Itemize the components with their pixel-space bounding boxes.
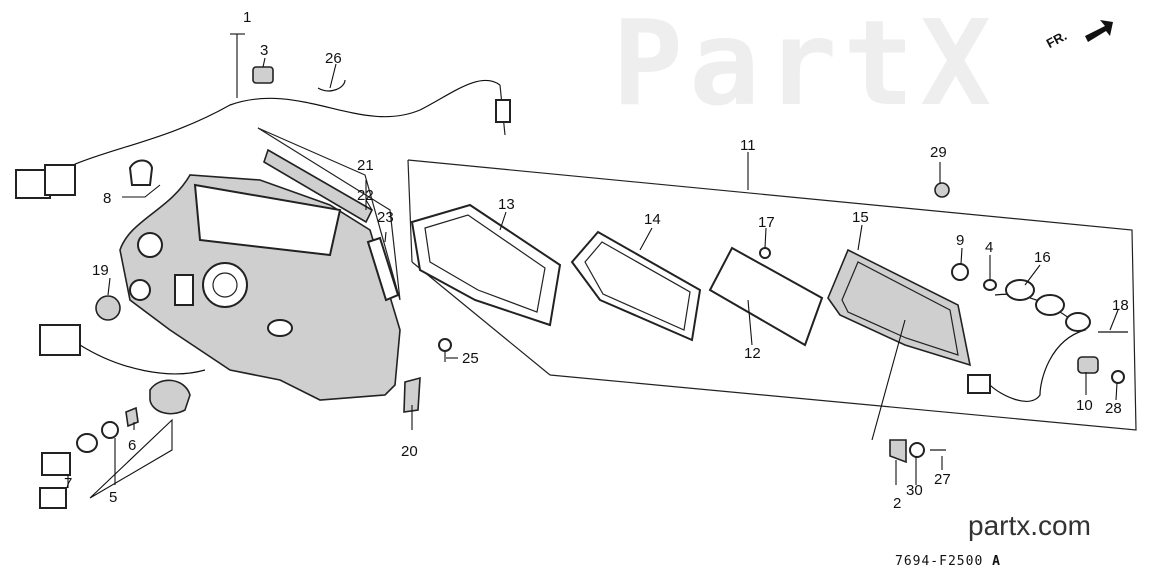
part-label-11: 11 — [740, 137, 756, 154]
part-label-12: 12 — [744, 345, 761, 362]
part-label-5: 5 — [109, 489, 117, 506]
part-label-18: 18 — [1112, 297, 1129, 314]
part-label-21: 21 — [357, 157, 374, 174]
part-label-9: 9 — [956, 232, 964, 249]
diagram-code-suffix: A — [992, 554, 1001, 569]
part-label-28: 28 — [1105, 400, 1122, 417]
part-label-25: 25 — [462, 350, 479, 367]
part-label-30: 30 — [906, 482, 923, 499]
part-label-4: 4 — [985, 239, 993, 256]
brand-watermark: partx.com — [968, 510, 1091, 541]
bulb-9 — [951, 263, 969, 281]
diagram-code-number: 7694-F2500 — [895, 554, 984, 569]
part-label-6: 6 — [128, 437, 136, 454]
part-label-8: 8 — [103, 190, 111, 207]
part-label-7: 7 — [64, 475, 72, 492]
part-label-14: 14 — [644, 211, 661, 228]
part-label-27: 27 — [934, 471, 951, 488]
group-outline-11 — [407, 159, 1137, 431]
part-label-16: 16 — [1034, 249, 1051, 266]
watermark-text: PartX — [612, 0, 998, 132]
part-label-3: 3 — [260, 42, 268, 59]
part-label-26: 26 — [325, 50, 342, 67]
diagram-code: 7694-F2500 A — [895, 554, 1001, 569]
part-label-19: 19 — [92, 262, 109, 279]
part-label-29: 29 — [930, 144, 947, 161]
part-label-17: 17 — [758, 214, 775, 231]
part-label-23: 23 — [377, 209, 394, 226]
part-label-10: 10 — [1076, 397, 1093, 414]
meter-assembly — [827, 248, 972, 367]
part-label-13: 13 — [498, 196, 515, 213]
part-label-1: 1 — [243, 9, 251, 26]
front-arrow-icon — [1085, 20, 1113, 42]
part-label-15: 15 — [852, 209, 869, 226]
part-labels: 1 2 3 4 5 6 7 8 9 10 11 12 13 14 15 16 1… — [64, 9, 1129, 512]
part-label-2: 2 — [893, 495, 901, 512]
meter-lens — [410, 203, 562, 327]
part-label-22: 22 — [357, 187, 374, 204]
part-label-20: 20 — [401, 443, 418, 460]
